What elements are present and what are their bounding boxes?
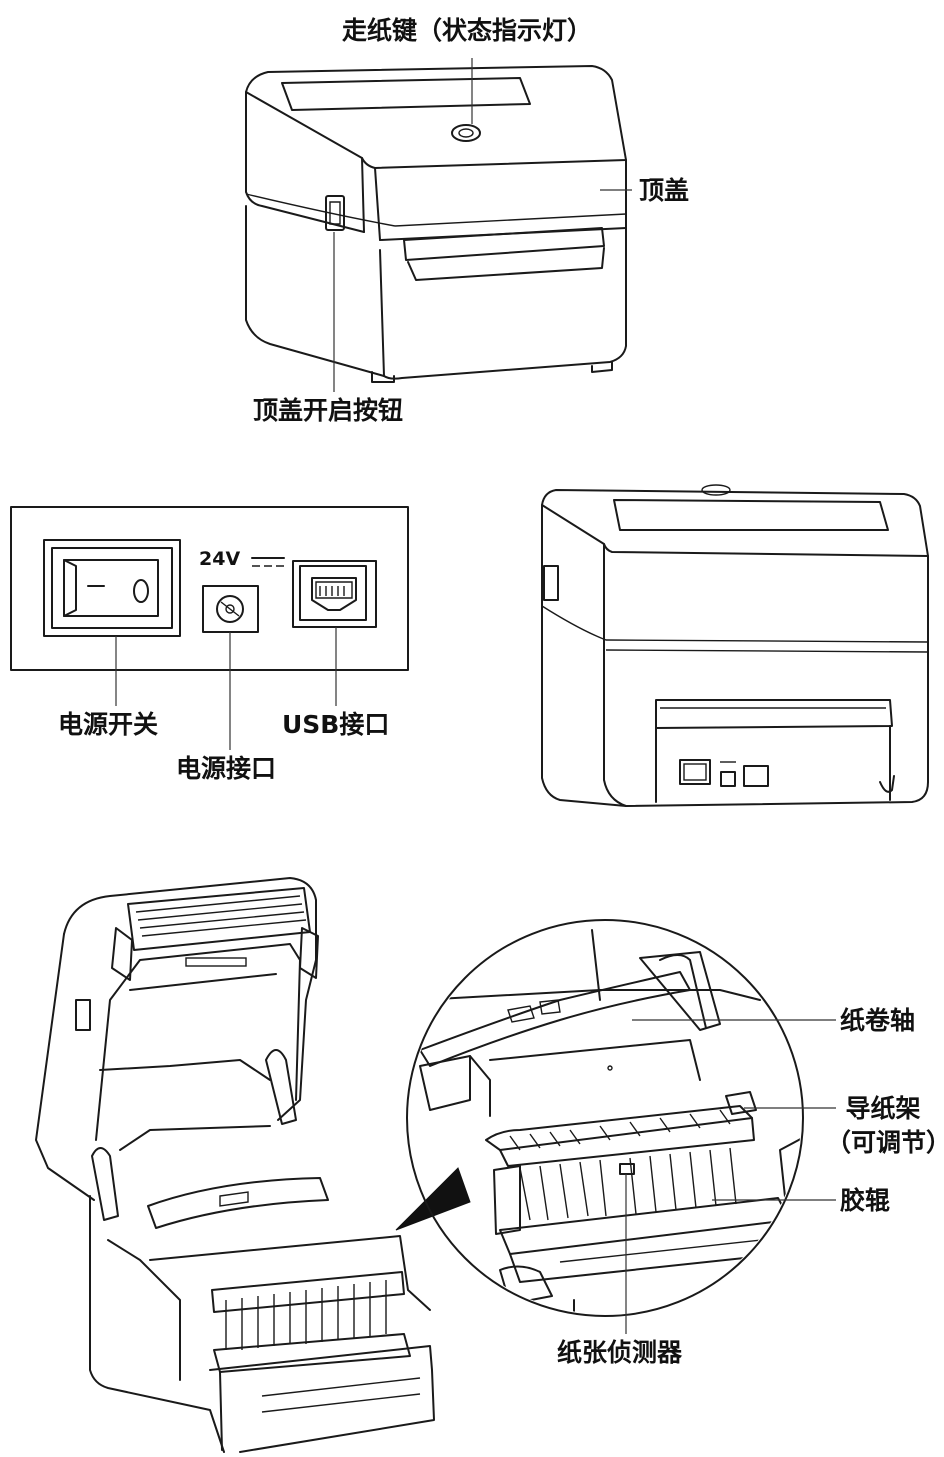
paper-sensor-label: 纸张侦测器 bbox=[557, 1338, 683, 1367]
printer-open-view bbox=[35, 877, 435, 1453]
usb-port-label: USB接口 bbox=[282, 710, 390, 739]
rubber-roller-label: 胶辊 bbox=[840, 1186, 891, 1215]
paper-roll-shaft-label: 纸卷轴 bbox=[840, 1006, 916, 1035]
top-view-leader-lines bbox=[333, 58, 632, 392]
paper-guide-label-line1: 导纸架 bbox=[845, 1094, 921, 1123]
feed-button-label: 走纸键（状态指示灯） bbox=[342, 16, 593, 45]
magnified-detail-circle bbox=[406, 919, 804, 1317]
paper-guide-label-line2: （可调节） bbox=[826, 1128, 944, 1157]
printer-rear-view bbox=[541, 484, 929, 807]
voltage-label: 24V bbox=[199, 548, 241, 570]
zoom-pointer bbox=[395, 1167, 471, 1231]
printer-front-view bbox=[245, 65, 627, 383]
paper-guide-label: 导纸架 （可调节） bbox=[826, 1092, 944, 1160]
detail-leader-lines bbox=[625, 1019, 836, 1334]
top-cover-label: 顶盖 bbox=[639, 176, 690, 205]
rear-panel-closeup bbox=[10, 506, 409, 671]
power-switch-label: 电源开关 bbox=[58, 710, 159, 739]
power-port-label: 电源接口 bbox=[176, 754, 277, 783]
rear-panel-leader-lines bbox=[115, 627, 337, 750]
cover-release-button-label: 顶盖开启按钮 bbox=[253, 396, 404, 425]
